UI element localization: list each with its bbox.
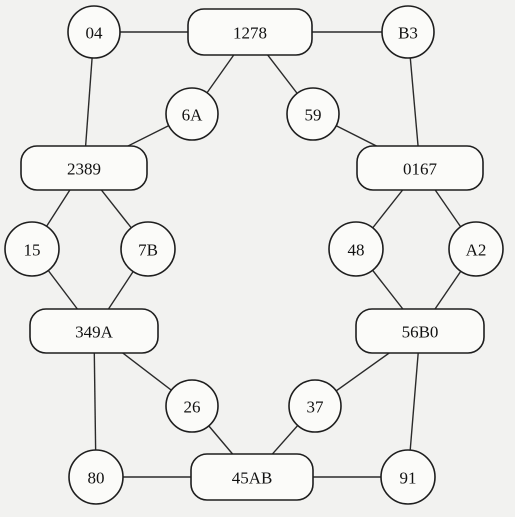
- node-1278: 1278: [187, 8, 313, 56]
- node-label: 45AB: [232, 469, 273, 488]
- node-label: 48: [348, 241, 365, 260]
- node-circle: [165, 87, 219, 141]
- node-label: 6A: [182, 106, 204, 125]
- node-box: [20, 145, 148, 191]
- node-0167: 0167: [356, 145, 484, 191]
- node-label: 2389: [67, 160, 101, 179]
- node-box: [190, 453, 314, 501]
- node-circle: [288, 379, 342, 433]
- edges-layer: [31, 31, 477, 478]
- node-label: 37: [307, 398, 325, 417]
- node-A2: A2: [448, 221, 504, 277]
- node-circle: [165, 379, 219, 433]
- node-label: 80: [88, 469, 105, 488]
- node-box: [356, 145, 484, 191]
- node-box: [187, 8, 313, 56]
- node-label: 56B0: [402, 323, 439, 342]
- node-circle: [448, 221, 504, 277]
- node-59: 59: [286, 87, 340, 141]
- node-circle: [68, 449, 124, 505]
- node-2389: 2389: [20, 145, 148, 191]
- node-circle: [380, 449, 436, 505]
- node-label: 26: [184, 398, 201, 417]
- node-label: 1278: [233, 24, 267, 43]
- node-6A: 6A: [165, 87, 219, 141]
- node-label: 15: [24, 241, 41, 260]
- node-circle: [328, 221, 384, 277]
- node-label: A2: [466, 241, 487, 260]
- node-circle: [120, 221, 176, 277]
- node-label: 04: [86, 24, 104, 43]
- node-349A: 349A: [29, 308, 159, 354]
- node-04: 04: [67, 5, 121, 59]
- node-circle: [286, 87, 340, 141]
- node-15: 15: [4, 221, 60, 277]
- node-label: 59: [305, 106, 322, 125]
- node-91: 91: [380, 449, 436, 505]
- node-label: 349A: [75, 323, 114, 342]
- node-7B: 7B: [120, 221, 176, 277]
- node-circle: [381, 5, 435, 59]
- node-label: B3: [398, 24, 418, 43]
- node-box: [29, 308, 159, 354]
- nodes-layer: 04 1278 B3 6A 59 2389 0167 15 7B 48 A2 349A 56B0 26 37…: [4, 5, 504, 505]
- node-56B0: 56B0: [355, 308, 485, 354]
- node-label: 0167: [403, 160, 438, 179]
- node-37: 37: [288, 379, 342, 433]
- node-circle: [67, 5, 121, 59]
- node-80: 80: [68, 449, 124, 505]
- node-box: [355, 308, 485, 354]
- node-label: 91: [400, 469, 417, 488]
- node-B3: B3: [381, 5, 435, 59]
- node-48: 48: [328, 221, 384, 277]
- node-circle: [4, 221, 60, 277]
- node-label: 7B: [138, 241, 158, 260]
- node-45AB: 45AB: [190, 453, 314, 501]
- node-26: 26: [165, 379, 219, 433]
